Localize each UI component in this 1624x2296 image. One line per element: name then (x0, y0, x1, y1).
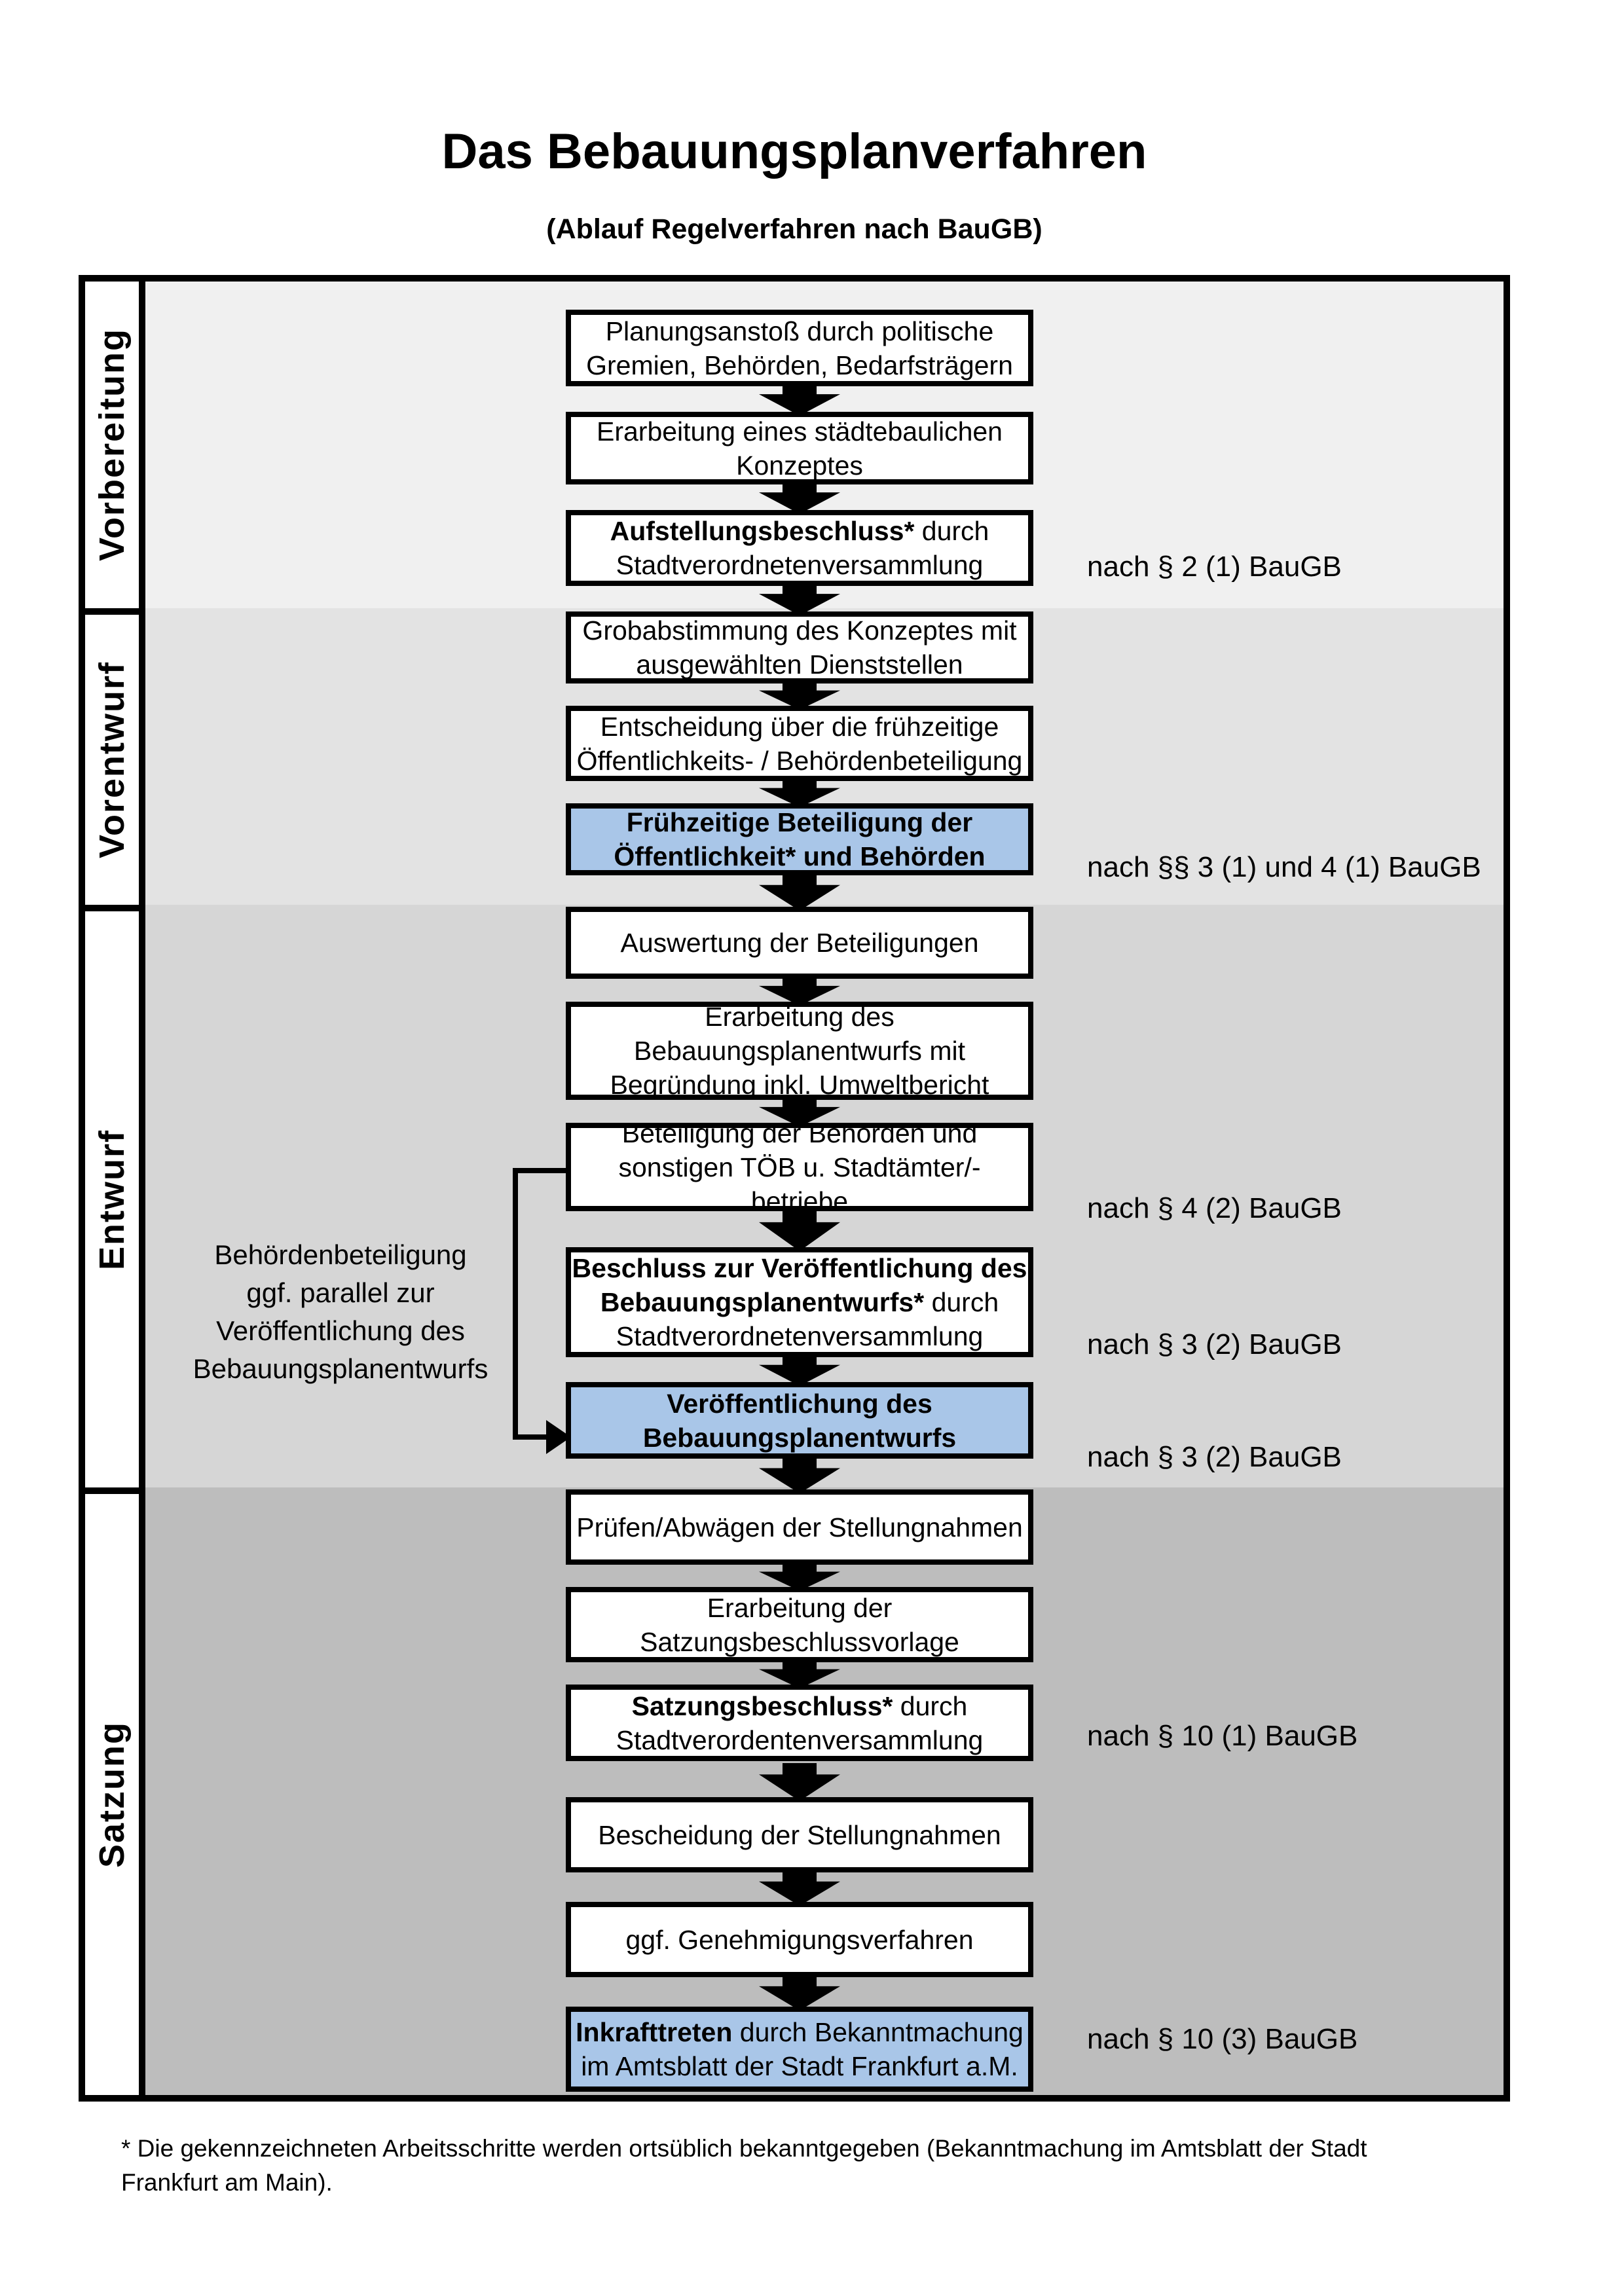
flow-box: Satzungsbeschluss* durch Stadtverordente… (566, 1685, 1033, 1761)
flow-box: Planungsanstoß durch politische Gremien,… (566, 310, 1033, 386)
phase-label-satzung: Satzung (92, 1721, 132, 1868)
ref-label: nach § 10 (3) BauGB (1087, 2023, 1358, 2055)
flow-box: Beteiligung der Behörden und sonstigen T… (566, 1118, 1033, 1216)
ref-label: nach § 3 (2) BauGB (1087, 1328, 1342, 1360)
ref-label: nach § 2 (1) BauGB (1087, 551, 1342, 583)
ref-label: nach § 4 (2) BauGB (1087, 1192, 1342, 1224)
connector-vertical (513, 1168, 518, 1440)
phase-divider (79, 1487, 145, 1494)
flow-box: Inkrafttreten durch Bekanntmachung im Am… (566, 2007, 1033, 2092)
flow-box: Erarbeitung des Bebauungsplanentwurfs mi… (566, 1002, 1033, 1100)
flow-box: Frühzeitige Beteiligung der Öffentlichke… (566, 803, 1033, 875)
flow-box: Erarbeitung eines städtebaulichen Konzep… (566, 412, 1033, 484)
flow-box: Aufstellungsbeschluss* durch Stadtverord… (566, 510, 1033, 586)
flow-box: Bescheidung der Stellungnahmen (566, 1797, 1033, 1872)
phase-divider (79, 608, 145, 615)
flow-box: Veröffentlichung des Bebauungsplanentwur… (566, 1382, 1033, 1459)
phase-label-vorbereitung: Vorbereitung (92, 328, 132, 562)
flow-box: Grobabstimmung des Konzeptes mit ausgewä… (566, 611, 1033, 683)
phase-label-vorentwurf: Vorentwurf (92, 661, 132, 858)
annotation-behoerdenbeteiligung: Behördenbeteiligung ggf. parallel zur Ve… (193, 1239, 489, 1384)
phase-divider (79, 905, 145, 911)
flow-box: Beschluss zur Veröffentlichung des Bebau… (566, 1247, 1033, 1357)
connector-stub (513, 1168, 568, 1173)
footnote: * Die gekennzeichneten Arbeitsschritte w… (121, 2135, 1367, 2196)
ref-label: nach § 10 (1) BauGB (1087, 1720, 1358, 1752)
page-title: Das Bebauungsplanverfahren (441, 124, 1147, 179)
flow-box: ggf. Genehmigungsverfahren (566, 1902, 1033, 1977)
phase-label-entwurf: Entwurf (92, 1129, 132, 1270)
page-subtitle: (Ablauf Regelverfahren nach BauGB) (546, 213, 1043, 245)
connector-horizontal (513, 1434, 549, 1440)
flow-box: Erarbeitung der Satzungsbeschlussvorlage (566, 1587, 1033, 1662)
ref-label: nach § 3 (2) BauGB (1087, 1441, 1342, 1473)
flow-box: Entscheidung über die frühzeitige Öffent… (566, 706, 1033, 781)
ref-label: nach §§ 3 (1) und 4 (1) BauGB (1087, 851, 1481, 883)
flow-box: Prüfen/Abwägen der Stellungnahmen (566, 1489, 1033, 1565)
flow-box: Auswertung der Beteiligungen (566, 907, 1033, 979)
